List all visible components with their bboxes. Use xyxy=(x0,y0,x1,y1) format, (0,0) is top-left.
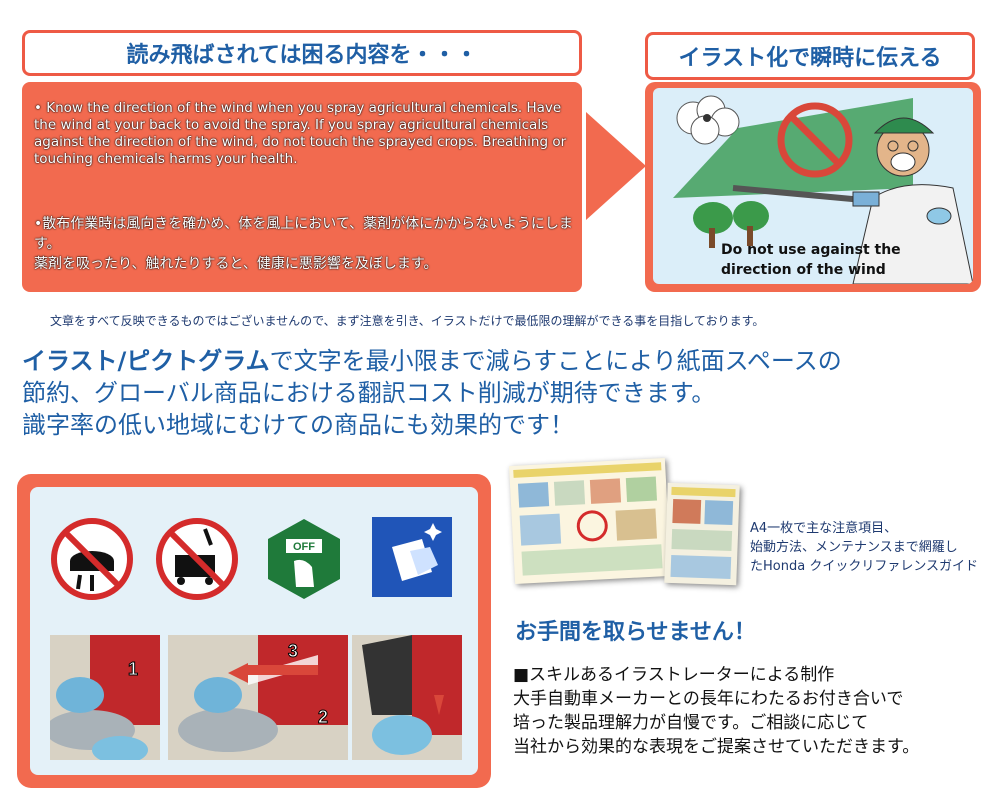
step-photo-3 xyxy=(352,635,462,760)
illustration-caption: Do not use against the direction of the … xyxy=(721,240,901,280)
right-arrow-icon xyxy=(586,112,646,220)
step-number-3: 3 xyxy=(288,641,298,661)
pictogram-panel-inner: OFF 1 xyxy=(30,487,478,775)
lead-line-1-rest: で文字を最小限まで減らすことにより紙面スペースの xyxy=(269,347,842,375)
lead-line-2: 節約、グローバル商品における翻訳コスト削減が期待できます。 xyxy=(22,379,716,407)
service-description: ■スキルあるイラストレーターによる制作 大手自動車メーカーとの長年にわたるお付き… xyxy=(513,663,919,759)
lead-line-1: イラスト/ピクトグラムで文字を最小限まで減らすことにより紙面スペースの xyxy=(22,345,997,377)
japanese-warning-text: •散布作業時は風向きを確かめ、体を風上において、薬剤が体にかからないようにします… xyxy=(34,214,584,274)
disclaimer-note: 文章をすべて反映できるものではございませんので、まず注意を引き、イラストだけで最… xyxy=(50,314,765,328)
clean-cloth-icon xyxy=(372,517,452,597)
wind-illustration: Do not use against the direction of the … xyxy=(653,88,973,284)
guide-caption: A4一枚で主な注意項目、 始動方法、メンテナンスまで網羅し たHonda クイッ… xyxy=(750,519,978,576)
illustration-heading: イラスト化で瞬時に伝える xyxy=(645,32,975,80)
quick-reference-guide-page-2 xyxy=(664,482,740,586)
lead-emphasis: イラスト/ピクトグラム xyxy=(22,347,270,375)
off-label: OFF xyxy=(293,541,315,553)
service-line-2: 大手自動車メーカーとの長年にわたるお付き合いで xyxy=(513,689,904,709)
service-line-1: ■スキルあるイラストレーターによる制作 xyxy=(513,665,835,685)
english-warning-text: • Know the direction of the wind when yo… xyxy=(34,100,567,167)
caption-line-1: Do not use against the xyxy=(721,242,901,258)
japanese-line-2: 薬剤を吸ったり、触れたりすると、健康に悪影響を及ぼします。 xyxy=(34,256,438,272)
lead-line-3: 識字率の低い地域にむけての商品にも効果的です！ xyxy=(22,411,574,439)
step-photo-1: 1 xyxy=(50,635,160,760)
wind-illustration-panel: Do not use against the direction of the … xyxy=(645,82,981,292)
spray-mist xyxy=(673,98,913,198)
guide-caption-line-1: A4一枚で主な注意項目、 xyxy=(750,521,898,536)
wind-cloud-icon xyxy=(676,95,740,145)
pictogram-panel: OFF 1 xyxy=(17,474,491,788)
guide-caption-line-2: 始動方法、メンテナンスまで網羅し xyxy=(750,540,958,555)
step-photo-2: 3 2 xyxy=(168,635,348,760)
prohibited-icon xyxy=(777,102,853,178)
step-number-1: 1 xyxy=(128,659,138,679)
spray-scene-illustration xyxy=(673,95,973,284)
service-line-4: 当社から効果的な表現をご提案させていただきます。 xyxy=(513,737,920,757)
guide-caption-line-3: たHonda クイックリファレンスガイド xyxy=(750,559,979,574)
heading-text: イラスト化で瞬時に伝える xyxy=(678,46,942,71)
lead-paragraph: イラスト/ピクトグラムで文字を最小限まで減らすことにより紙面スペースの 節約、グ… xyxy=(22,345,997,441)
spray-wand xyxy=(732,185,864,203)
warning-content-heading: 読み飛ばされては困る内容を・・・ xyxy=(22,30,582,76)
no-trouble-heading: お手間を取らせません！ xyxy=(515,620,756,645)
japanese-line-1: •散布作業時は風向きを確かめ、体を風上において、薬剤が体にかからないようにします… xyxy=(34,216,573,252)
caption-line-2: direction of the wind xyxy=(721,262,886,278)
off-switch-icon: OFF xyxy=(268,519,340,599)
heading-text: 読み飛ばされては困る内容を・・・ xyxy=(126,43,478,68)
service-line-3: 培った製品理解力が自慢です。ご相談に応じて xyxy=(513,713,869,733)
step-number-2: 2 xyxy=(318,707,328,727)
no-fuel-cap-icon xyxy=(51,518,133,600)
quick-reference-guide-image xyxy=(509,457,671,585)
text-panel: • Know the direction of the wind when yo… xyxy=(22,82,582,292)
tree-icons xyxy=(693,201,769,248)
no-water-icon xyxy=(156,518,238,600)
